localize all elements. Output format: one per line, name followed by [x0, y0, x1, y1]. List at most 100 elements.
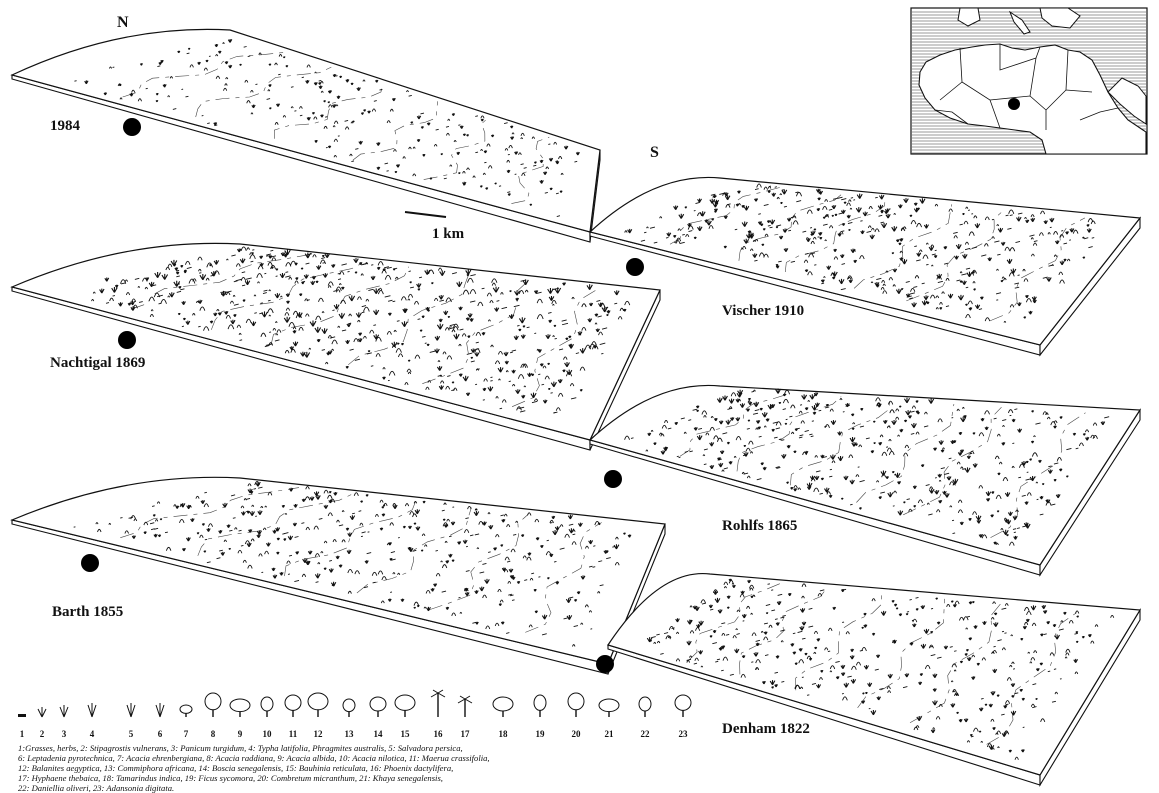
vegetation-mark [408, 360, 410, 362]
vegetation-mark [1060, 416, 1062, 418]
vegetation-mark [1046, 500, 1048, 502]
vegetation-mark [873, 421, 875, 423]
legend-species-17: 17 [458, 696, 472, 739]
vegetation-mark [820, 237, 822, 239]
vegetation-mark [269, 107, 271, 109]
vegetation-mark [269, 64, 271, 66]
vegetation-mark [423, 154, 425, 156]
vegetation-mark [355, 272, 357, 274]
vegetation-mark [965, 653, 967, 655]
vegetation-mark [325, 117, 327, 118]
vegetation-mark [957, 712, 959, 714]
vegetation-mark [852, 428, 854, 430]
vegetation-mark [202, 523, 204, 525]
legend-number: 11 [289, 729, 298, 739]
vegetation-mark [772, 686, 774, 688]
vegetation-mark [826, 214, 828, 216]
site-marker-dot [118, 331, 136, 349]
vegetation-mark [727, 442, 729, 444]
vegetation-mark [283, 56, 285, 58]
vegetation-mark [301, 268, 303, 270]
vegetation-mark [874, 442, 876, 444]
vegetation-mark [508, 193, 510, 195]
year-label-nachtigal-1869: Nachtigal 1869 [50, 355, 145, 372]
vegetation-mark [966, 304, 968, 306]
vegetation-mark [685, 206, 687, 208]
vegetation-mark [547, 540, 549, 541]
vegetation-mark [899, 406, 901, 408]
vegetation-mark [548, 388, 550, 390]
vegetation-mark [771, 590, 773, 591]
vegetation-mark [197, 532, 199, 534]
legend-number: 6 [158, 729, 163, 739]
vegetation-mark [509, 381, 511, 382]
vegetation-mark [382, 506, 384, 508]
vegetation-mark [1014, 532, 1016, 533]
legend-number: 4 [90, 729, 95, 739]
vegetation-mark [488, 552, 491, 553]
vegetation-mark [993, 646, 995, 647]
vegetation-mark [751, 596, 753, 598]
vegetation-mark [1001, 280, 1003, 282]
vegetation-mark [830, 469, 832, 470]
legend-number: 16 [434, 729, 444, 739]
caption-line: 22: Daniellia oliveri, 23: Adansonia dig… [18, 783, 1128, 793]
vegetation-mark [421, 550, 423, 552]
vegetation-mark [324, 100, 326, 102]
vegetation-mark [534, 161, 536, 163]
vegetation-mark [206, 60, 208, 62]
vegetation-mark [278, 74, 280, 75]
vegetation-mark [423, 501, 425, 503]
vegetation-mark [463, 134, 465, 136]
vegetation-mark [1087, 224, 1089, 226]
vegetation-mark [554, 325, 556, 327]
site-marker-dot [81, 554, 99, 572]
legend-species-10: 10 [261, 697, 273, 739]
vegetation-mark [254, 313, 256, 314]
legend-species-14: 14 [370, 697, 386, 739]
vegetation-mark [284, 538, 286, 540]
legend-number: 18 [499, 729, 509, 739]
vegetation-mark [204, 550, 206, 552]
vegetation-mark [824, 426, 827, 427]
vegetation-mark [486, 187, 488, 189]
site-marker-dot [604, 470, 622, 488]
vegetation-mark [794, 451, 796, 453]
vegetation-mark [316, 281, 318, 283]
vegetation-mark [888, 426, 890, 427]
vegetation-mark [940, 307, 942, 309]
vegetation-mark [782, 190, 784, 191]
vegetation-mark [832, 215, 834, 217]
legend-number: 10 [263, 729, 273, 739]
legend-species-1: 1 [18, 714, 26, 739]
vegetation-mark [481, 119, 483, 121]
inset-map [911, 8, 1147, 154]
vegetation-mark [793, 633, 795, 634]
vegetation-mark [421, 126, 423, 128]
vegetation-mark [449, 536, 452, 537]
vegetation-mark [860, 221, 862, 222]
vegetation-mark [430, 177, 432, 179]
vegetation-mark [319, 82, 321, 84]
vegetation-mark [1082, 636, 1084, 638]
vegetation-mark [120, 518, 122, 519]
vegetation-mark [255, 84, 257, 85]
vegetation-mark [892, 252, 894, 254]
legend-number: 22 [641, 729, 651, 739]
vegetation-mark [366, 494, 368, 496]
vegetation-mark [842, 231, 845, 232]
vegetation-mark [410, 281, 412, 283]
vegetation-mark [364, 109, 366, 111]
vegetation-mark [894, 474, 896, 475]
vegetation-mark [286, 65, 288, 67]
vegetation-mark [551, 393, 553, 394]
vegetation-mark [985, 704, 987, 706]
vegetation-mark [979, 731, 981, 733]
vegetation-mark [199, 273, 201, 274]
vegetation-mark [906, 613, 908, 615]
vegetation-mark [436, 550, 438, 551]
vegetation-mark [152, 506, 155, 507]
vegetation-mark [1005, 733, 1007, 734]
